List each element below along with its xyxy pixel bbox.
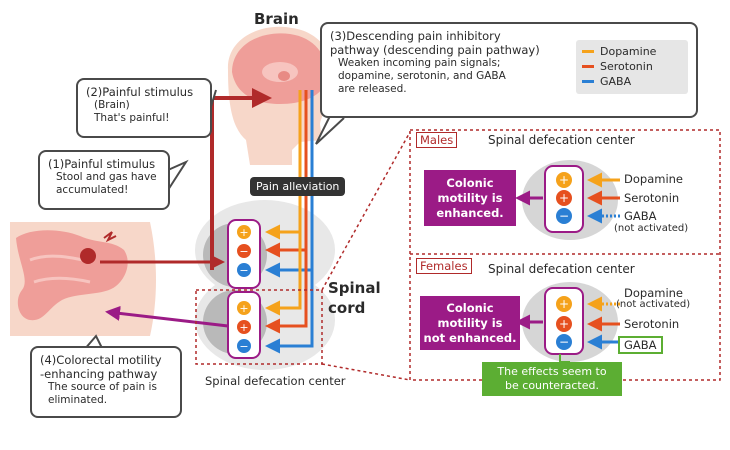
bubble2-title: (2)Painful stimulus — [86, 85, 194, 99]
svg-text:−: − — [559, 335, 569, 349]
bubble1-line-2: accumulated! — [56, 184, 129, 196]
males-result-line-1: Colonic — [446, 175, 494, 190]
bubble1-title: (1)Painful stimulus — [48, 157, 156, 171]
bubble3-line-1: Weaken incoming pain signals; — [338, 57, 501, 69]
females-tag: Females — [416, 258, 472, 274]
legend-serotonin-label: Serotonin — [600, 60, 653, 73]
legend-item-gaba: GABA — [582, 74, 682, 89]
legend-gaba-label: GABA — [600, 75, 632, 88]
legend-item-serotonin: Serotonin — [582, 59, 682, 74]
bubble-colorectal-pathway: (4)Colorectal motility -enhancing pathwa… — [30, 346, 182, 418]
bubble-painful-stimulus-1: (1)Painful stimulus Stool and gas have a… — [38, 150, 170, 210]
females-result-line-2: motility is — [437, 315, 503, 330]
head-illustration — [227, 26, 335, 165]
svg-text:−: − — [559, 209, 569, 223]
female-transmitter-icons: + + − — [556, 296, 572, 350]
legend-item-dopamine: Dopamine — [582, 44, 682, 59]
bubble3-title-1: (3)Descending pain inhibitory — [330, 29, 501, 43]
pain-alleviation-badge: Pain alleviation — [250, 177, 346, 196]
legend-dopamine-label: Dopamine — [600, 45, 657, 58]
svg-text:+: + — [239, 226, 248, 239]
intestine-illustration — [10, 222, 156, 336]
bubble2-line-1: (Brain) — [94, 99, 130, 111]
svg-text:−: − — [239, 264, 248, 277]
serotonin-swatch-icon — [582, 65, 594, 68]
spinal-center-caption: Spinal defecation center — [205, 374, 346, 388]
svg-text:−: − — [239, 340, 248, 353]
spine-transmitter-icons: + − − + + − — [237, 225, 251, 353]
bubble3-pointer — [315, 115, 345, 145]
counteracted-line-1: The effects seem to — [497, 365, 607, 378]
svg-text:+: + — [559, 317, 569, 331]
spinal-cord-label: Spinal cord — [328, 279, 381, 317]
males-result-line-3: enhanced. — [436, 205, 504, 220]
spinal-cord-illustration — [195, 200, 335, 370]
male-transmitter-icons: + + − — [556, 172, 572, 224]
females-result-line-1: Colonic — [446, 300, 494, 315]
svg-text:+: + — [559, 191, 569, 205]
gaba-swatch-icon — [582, 80, 594, 83]
bubble4-title-2: -enhancing pathway — [40, 367, 158, 381]
bubble3-line-2: dopamine, serotonin, and GABA — [338, 70, 506, 82]
dopamine-swatch-icon — [582, 50, 594, 53]
males-title: Spinal defecation center — [488, 133, 635, 147]
bubble4-title-1: (4)Colorectal motility — [40, 353, 162, 367]
svg-text:+: + — [559, 297, 569, 311]
males-dopamine-label: Dopamine — [624, 172, 683, 186]
females-title: Spinal defecation center — [488, 262, 635, 276]
legend: Dopamine Serotonin GABA — [576, 40, 688, 94]
females-dopamine-label: Dopamine — [624, 286, 683, 300]
males-tag: Males — [416, 132, 458, 148]
descending-pathways — [265, 90, 314, 354]
males-result-line-2: motility is — [437, 190, 503, 205]
males-gaba-note: (not activated) — [614, 223, 689, 234]
svg-text:+: + — [559, 173, 569, 187]
pain-spot-icon — [80, 248, 96, 264]
svg-text:+: + — [239, 321, 248, 334]
counteracted-line-2: be counteracted. — [505, 379, 599, 392]
svg-text:−: − — [239, 245, 248, 258]
bubble3-line-3: are released. — [338, 83, 407, 95]
bubble4-line-1: The source of pain is — [48, 381, 157, 393]
females-dopamine-note: (not activated) — [616, 299, 691, 310]
females-gaba-label: GABA — [618, 336, 663, 354]
bubble1-line-1: Stool and gas have — [56, 171, 157, 183]
males-serotonin-label: Serotonin — [624, 191, 680, 205]
spine-to-gut-arrow — [105, 305, 229, 328]
bubble1-pointer — [167, 159, 189, 191]
counteracted-box: The effects seem to be counteracted. — [482, 362, 622, 396]
females-result-line-3: not enhanced. — [423, 330, 517, 345]
bubble4-line-2: eliminated. — [48, 394, 108, 406]
males-gaba-label: GABA — [624, 209, 657, 223]
bubble-painful-stimulus-2: (2)Painful stimulus (Brain) That's painf… — [76, 78, 212, 138]
bubble-descending-pathway: (3)Descending pain inhibitory pathway (d… — [320, 22, 698, 118]
pain-zigzag-icon — [103, 231, 117, 243]
bubble3-title-2: pathway (descending pain pathway) — [330, 43, 540, 57]
females-result-box: Colonic motility is not enhanced. — [420, 296, 520, 350]
svg-text:+: + — [239, 302, 248, 315]
bubble2-line-2: That's painful! — [94, 112, 170, 124]
males-result-box: Colonic motility is enhanced. — [424, 170, 516, 226]
females-serotonin-label: Serotonin — [624, 317, 680, 331]
brain-label: Brain — [254, 10, 299, 28]
